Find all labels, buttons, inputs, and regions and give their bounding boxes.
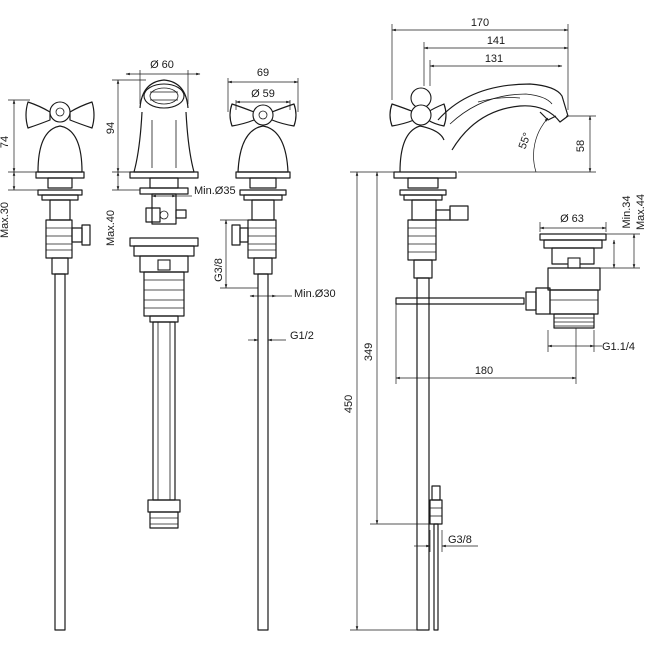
left-valve-view [25,101,95,631]
cross-handle-icon [389,87,447,127]
valve-pipe-label: G1/2 [290,330,314,342]
left-valve-dimensions: 74 Max.30 [0,99,38,238]
spout-height-label: 94 [105,122,117,134]
spout-dimensions: Ø 60 94 Max.40 Min.Ø35 [105,59,236,246]
valve-diameter-label: Ø 59 [251,88,275,100]
waste-thread-label: G1.1/4 [602,341,635,353]
cross-handle-icon [229,103,297,127]
spout-diameter-label: Ø 60 [150,59,174,71]
side-angle-label: 55° [517,131,534,151]
valve-min-hole-label: Min.Ø30 [294,288,336,300]
side-141-label: 141 [487,35,505,47]
spout-front-view [129,79,199,529]
mixer-side-view [389,83,569,631]
waste-min-label: Min.34 [621,195,633,228]
valve-width-label: 69 [257,67,269,79]
valve-thread-label: G3/8 [213,258,225,282]
side-pipe-label: G3/8 [448,534,472,546]
side-58-label: 58 [575,140,587,152]
waste-max-label: Max.44 [635,194,647,230]
right-valve-view [229,103,297,631]
side-180-label: 180 [475,365,493,377]
right-valve-dimensions: 69 Ø 59 G3/8 Min.Ø30 G1/2 [213,67,336,344]
side-view-dimensions: 170 141 131 55° 58 349 450 180 G3/8 Ø 63 [343,17,647,631]
waste-diameter-label: Ø 63 [560,213,584,225]
side-450-label: 450 [343,395,355,413]
side-170-label: 170 [471,17,489,29]
spout-min-hole-label: Min.Ø35 [194,185,236,197]
cross-handle-icon [25,101,95,129]
side-131-label: 131 [485,53,503,65]
waste-view [525,233,607,329]
left-max-label: Max.30 [0,202,11,238]
left-height-label: 74 [0,136,11,148]
spout-max-label: Max.40 [105,210,117,246]
side-349-label: 349 [363,343,375,361]
